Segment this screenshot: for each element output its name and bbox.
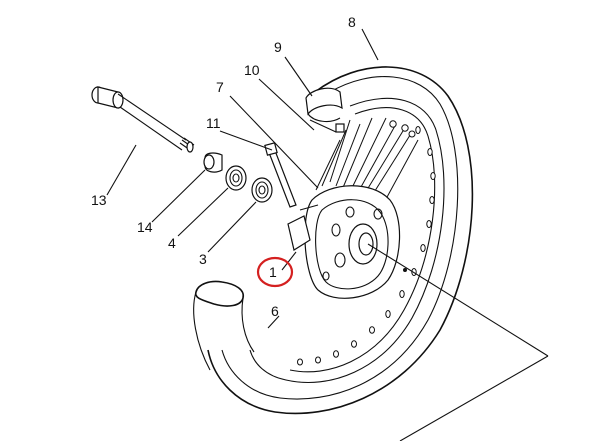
callout-8: 8 <box>348 14 356 30</box>
axle-centerline <box>367 243 549 357</box>
rim <box>249 98 445 384</box>
callout-labels: 8 9 10 7 11 13 14 4 3 6 1 <box>91 14 356 319</box>
bearing-right <box>251 177 273 203</box>
callout-7: 7 <box>216 79 224 95</box>
axle <box>91 86 195 153</box>
valve-stem <box>264 142 297 208</box>
callout-13: 13 <box>91 192 107 208</box>
callout-9: 9 <box>274 39 282 55</box>
callout-14: 14 <box>137 219 153 235</box>
rim-band <box>305 87 345 133</box>
callout-10: 10 <box>244 62 260 78</box>
callout-11: 11 <box>206 115 221 131</box>
hub <box>287 185 401 299</box>
bearing-left <box>225 165 247 191</box>
rim-spoke-holes <box>297 126 436 366</box>
callout-1: 1 <box>269 264 277 280</box>
highlight-circle <box>256 256 294 288</box>
collar <box>203 152 223 173</box>
tire <box>193 66 474 415</box>
callout-6: 6 <box>271 303 279 319</box>
axle-centerline-return <box>399 355 549 441</box>
callout-3: 3 <box>199 251 207 267</box>
leader-lines <box>106 28 379 329</box>
axle-dot <box>403 268 407 272</box>
callout-4: 4 <box>168 235 176 251</box>
